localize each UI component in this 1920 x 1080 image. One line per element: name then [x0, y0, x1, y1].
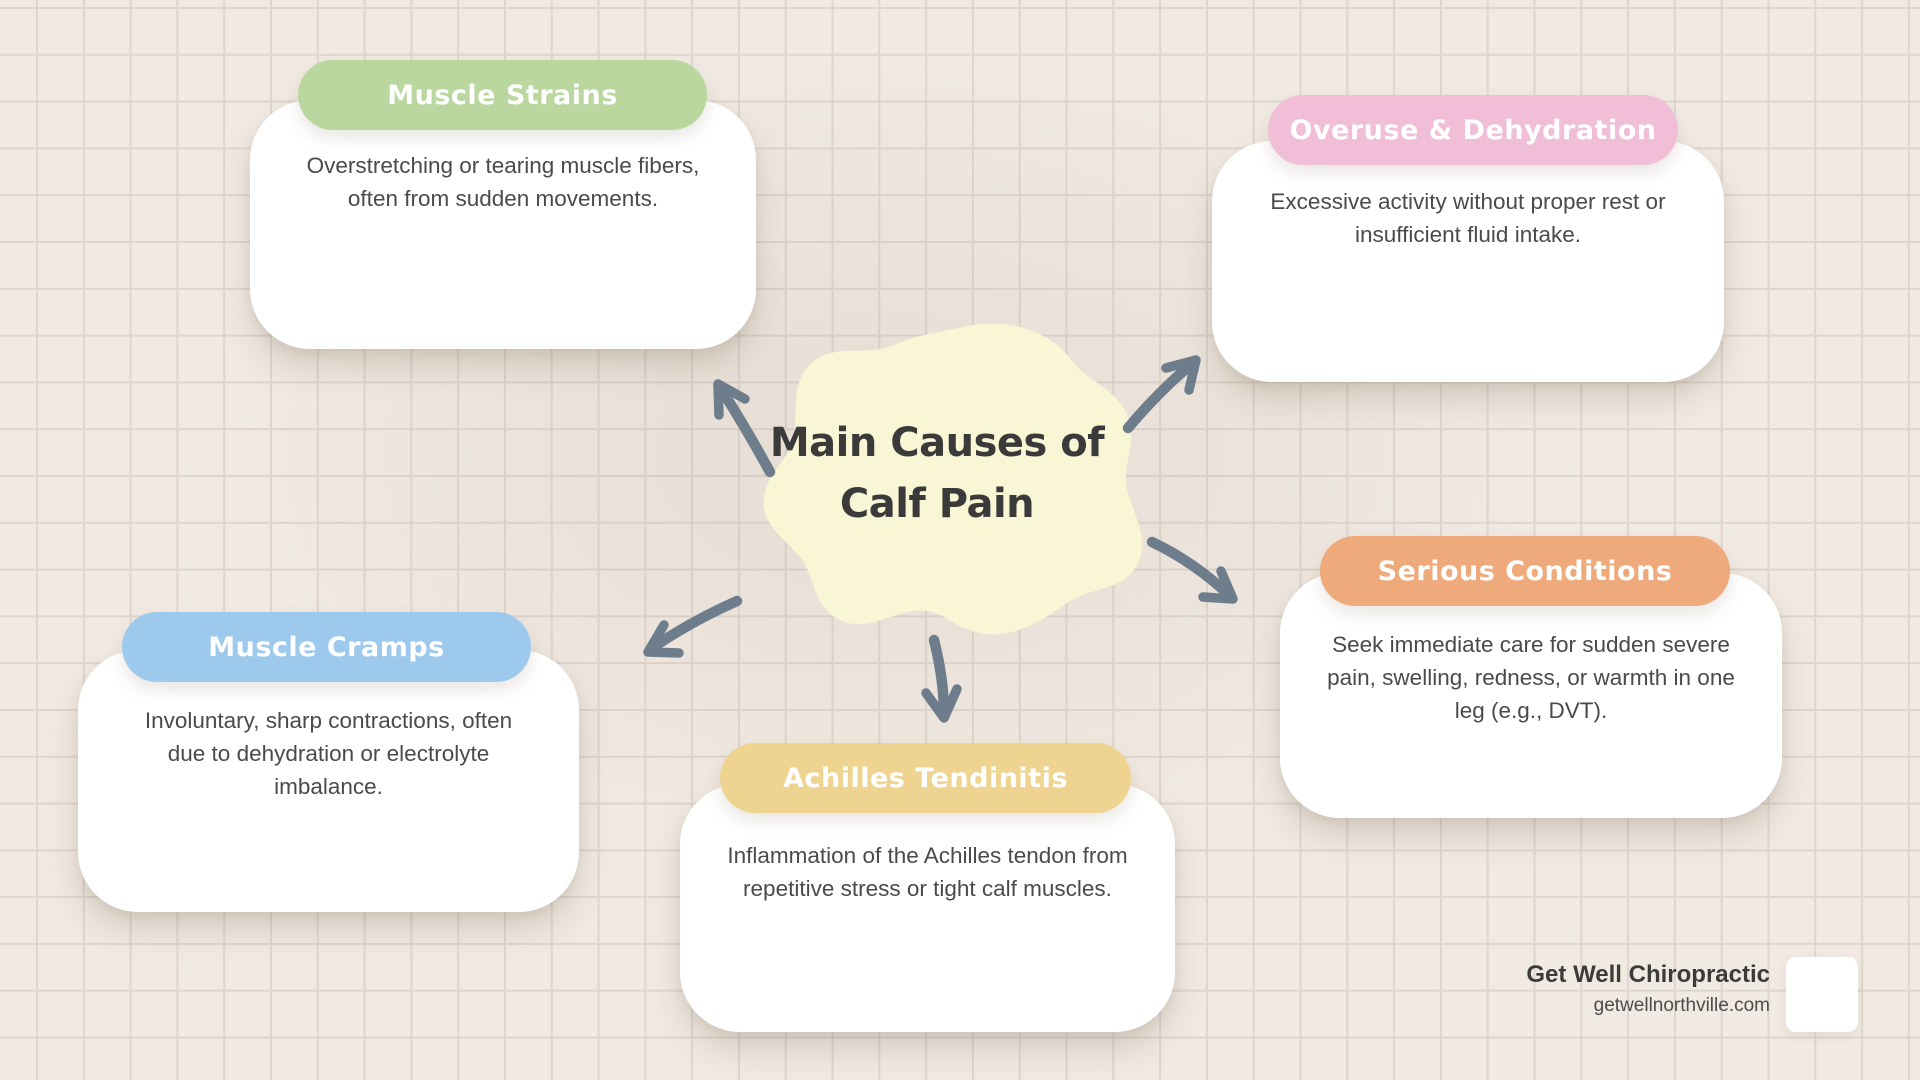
card-header-label-muscle-cramps: Muscle Cramps	[208, 631, 445, 663]
center-title: Main Causes of Calf Pain	[769, 420, 1105, 527]
card-header-serious-conditions: Serious Conditions	[1320, 536, 1730, 606]
arrow-to-muscle-cramps	[643, 595, 743, 658]
card-muscle-cramps: Involuntary, sharp contractions, often d…	[78, 650, 579, 912]
arrow-to-serious-conditions	[1146, 536, 1238, 604]
card-body-achilles-tendinitis: Inflammation of the Achilles tendon from…	[727, 843, 1128, 901]
card-header-label-achilles-tendinitis: Achilles Tendinitis	[783, 762, 1068, 794]
blob-shape	[763, 323, 1142, 635]
arrow-to-achilles-tendinitis	[921, 634, 962, 723]
card-body-muscle-cramps: Involuntary, sharp contractions, often d…	[144, 708, 513, 799]
card-serious-conditions: Seek immediate care for sudden severe pa…	[1280, 573, 1782, 818]
card-header-label-serious-conditions: Serious Conditions	[1377, 555, 1673, 587]
center-blob	[763, 323, 1142, 635]
card-muscle-strains: Overstretching or tearing muscle fibers,…	[250, 100, 756, 349]
card-header-overuse-dehydration: Overuse & Dehydration	[1268, 95, 1678, 165]
card-header-muscle-strains: Muscle Strains	[298, 60, 707, 130]
card-header-label-overuse-dehydration: Overuse & Dehydration	[1289, 114, 1657, 146]
logo-placeholder	[1786, 957, 1858, 1032]
footer: Get Well Chiropractic getwellnorthville.…	[1526, 960, 1770, 1018]
card-header-label-muscle-strains: Muscle Strains	[387, 79, 618, 111]
card-achilles-tendinitis: Inflammation of the Achilles tendon from…	[680, 784, 1175, 1032]
card-body-muscle-strains: Overstretching or tearing muscle fibers,…	[306, 153, 700, 211]
card-body-overuse-dehydration: Excessive activity without proper rest o…	[1270, 189, 1666, 247]
footer-brand-name: Get Well Chiropractic	[1526, 961, 1770, 988]
card-overuse-dehydration: Excessive activity without proper rest o…	[1212, 141, 1724, 382]
card-header-muscle-cramps: Muscle Cramps	[122, 612, 531, 682]
card-body-serious-conditions: Seek immediate care for sudden severe pa…	[1327, 632, 1735, 723]
footer-website: getwellnorthville.com	[1593, 995, 1770, 1016]
card-header-achilles-tendinitis: Achilles Tendinitis	[720, 743, 1131, 813]
